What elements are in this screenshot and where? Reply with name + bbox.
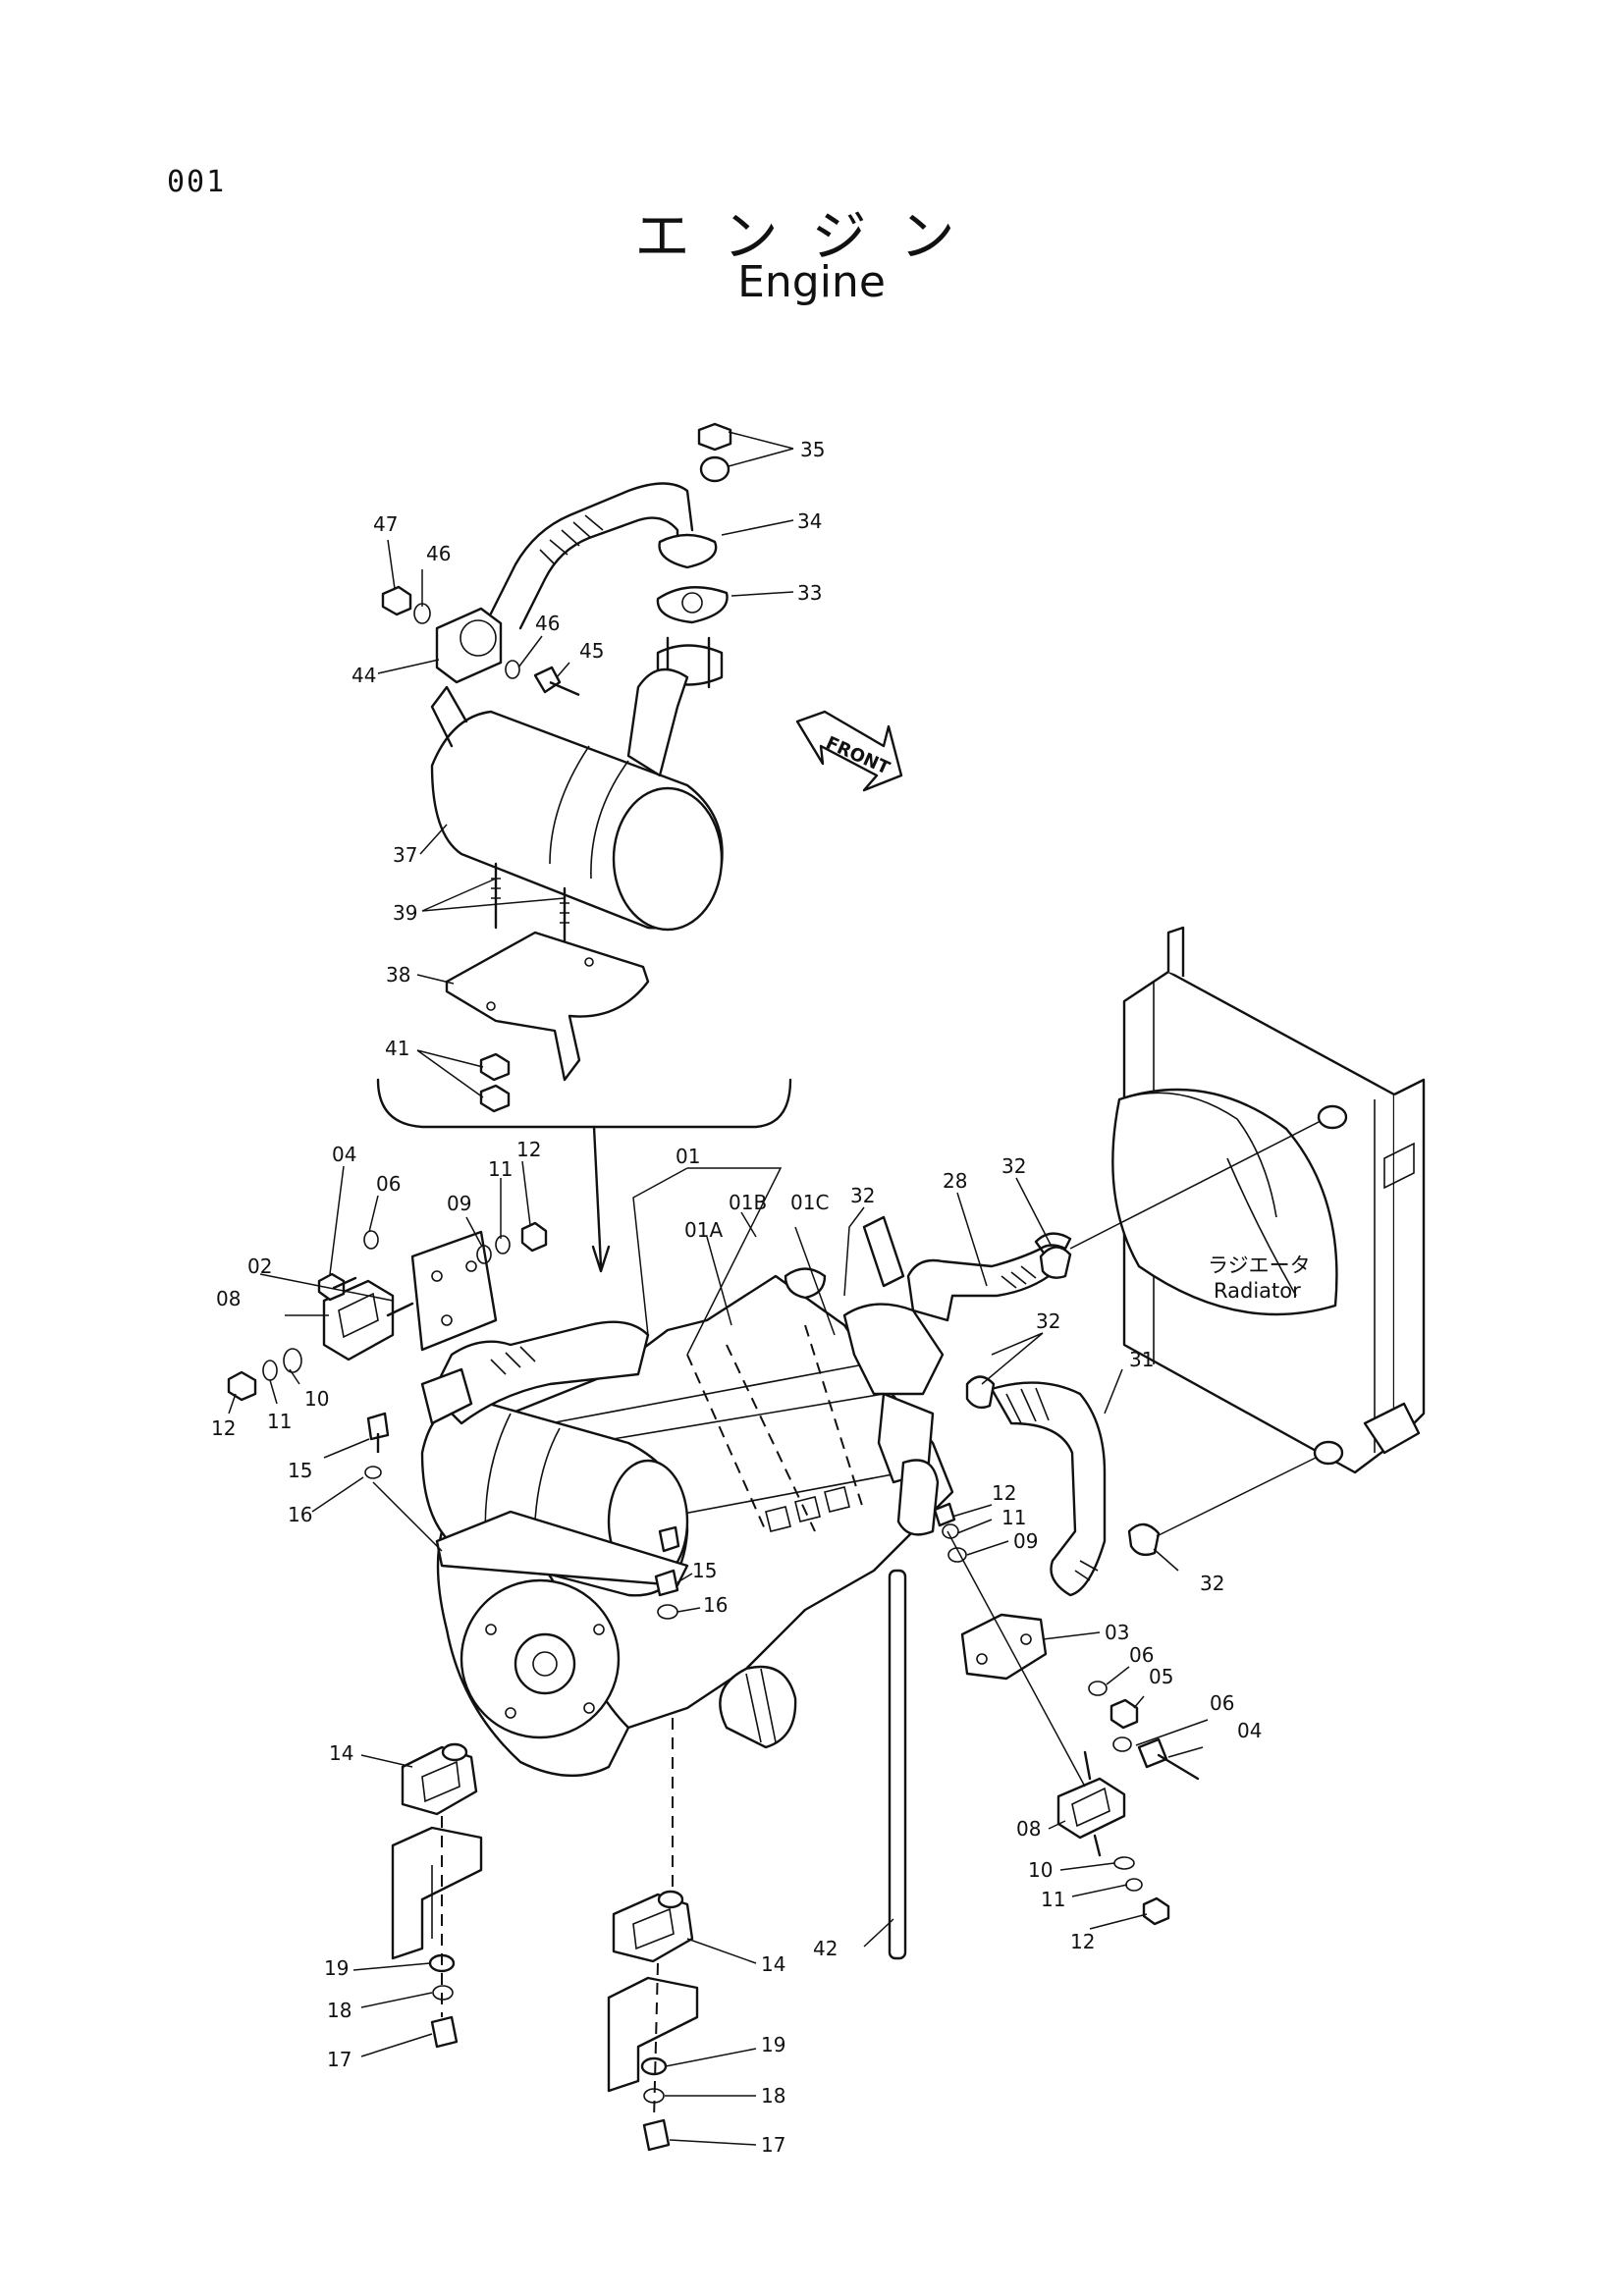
- callout-33: 33: [797, 581, 822, 605]
- callout-32-top: 32: [850, 1184, 875, 1207]
- rear-mount-hardware-left: [428, 1816, 459, 2049]
- rubber-mount-right: [1056, 1750, 1170, 1926]
- oil-filter: [719, 1665, 797, 1749]
- mount-hardware-right: [933, 1502, 1200, 1781]
- front-direction-arrow: FRONT: [795, 710, 903, 792]
- callout-46-lower: 46: [535, 612, 560, 635]
- mount-axis-line-right: [947, 1530, 1086, 1788]
- callout-01a: 01A: [684, 1218, 723, 1242]
- clamp-hardware: [381, 585, 580, 697]
- page-number: 001: [167, 165, 227, 199]
- callout-01b: 01B: [729, 1191, 767, 1214]
- callout-31: 31: [1129, 1348, 1154, 1371]
- callout-10-right: 10: [1028, 1858, 1053, 1882]
- pipe-clamp: [435, 607, 503, 684]
- callout-04-left: 04: [332, 1143, 356, 1166]
- callout-38: 38: [386, 963, 410, 987]
- callout-14-left: 14: [329, 1741, 353, 1765]
- assembly-arrow: [591, 1125, 611, 1273]
- radiator: [1111, 926, 1426, 1474]
- callout-32-upper-right: 32: [1001, 1154, 1026, 1178]
- gasket: [656, 586, 729, 624]
- hose-to-radiator-line: [1069, 1120, 1322, 1250]
- callout-11-right: 11: [1001, 1506, 1026, 1529]
- callout-05: 05: [1149, 1665, 1173, 1688]
- hose-clamps: [965, 1232, 1161, 1557]
- callout-46-upper: 46: [426, 542, 451, 565]
- callout-18-left: 18: [327, 1999, 352, 2022]
- callout-11-lower-right: 11: [1041, 1888, 1065, 1911]
- callout-08-right: 08: [1016, 1817, 1041, 1841]
- callout-34: 34: [797, 509, 822, 533]
- callout-12-lower-left: 12: [211, 1416, 236, 1440]
- frame-rail-right: [607, 1976, 699, 2093]
- leader-lines: [228, 431, 1209, 2146]
- callout-10-left: 10: [304, 1387, 329, 1411]
- callout-19-right: 19: [761, 2033, 785, 2056]
- callout-35: 35: [800, 438, 825, 461]
- callout-01c: 01C: [790, 1191, 829, 1214]
- callout-17-left: 17: [327, 2048, 352, 2071]
- callout-32-lower: 32: [1200, 1572, 1224, 1595]
- callout-11-left: 11: [488, 1157, 513, 1181]
- callout-42: 42: [813, 1937, 838, 1960]
- rear-mount-right-center: [612, 1890, 694, 1963]
- callout-45: 45: [579, 639, 604, 663]
- callout-37: 37: [393, 843, 417, 867]
- exhaust-pipe: [489, 482, 718, 630]
- group-bracket-curve: [376, 1078, 792, 1129]
- frame-rail-left: [391, 1826, 483, 1960]
- callout-32-middle: 32: [1036, 1309, 1060, 1333]
- callout-19-left: 19: [324, 1956, 349, 1980]
- page-title-english: Engine: [737, 257, 886, 307]
- rear-mount-bracket-right: [960, 1613, 1048, 1681]
- oil-dipstick: [888, 1569, 907, 1960]
- flywheel-housing: [436, 1529, 630, 1777]
- callout-15-left: 15: [288, 1459, 312, 1482]
- upper-radiator-hose: [906, 1247, 1057, 1322]
- bracket-nuts: [479, 1052, 511, 1113]
- callout-12-lower-right: 12: [1070, 1930, 1095, 1953]
- callout-17-right: 17: [761, 2133, 785, 2157]
- callout-06-right-lower: 06: [1210, 1691, 1234, 1715]
- front-mount-bracket-left: [410, 1230, 498, 1352]
- callout-12-left: 12: [516, 1138, 541, 1161]
- radiator-label-japanese: ラジエータ: [1208, 1254, 1311, 1277]
- callout-06-left: 06: [376, 1172, 401, 1196]
- rear-mount-hardware-right: [640, 1718, 674, 2152]
- muffler: [430, 667, 724, 932]
- mount-hardware-left: [227, 1221, 680, 1620]
- callout-01: 01: [676, 1145, 700, 1168]
- callout-47: 47: [373, 512, 398, 536]
- rear-mount-left: [401, 1742, 478, 1816]
- rubber-mount-left: [322, 1279, 414, 1362]
- callout-03: 03: [1105, 1621, 1129, 1644]
- callout-08-left: 08: [216, 1287, 241, 1310]
- callout-15-center: 15: [692, 1559, 717, 1582]
- callout-28: 28: [943, 1169, 967, 1193]
- callout-02: 02: [247, 1255, 272, 1278]
- hose-to-radiator-line-lower: [1156, 1457, 1317, 1537]
- callout-18-right: 18: [761, 2084, 785, 2108]
- muffler-bracket: [445, 931, 650, 1082]
- callout-numbers: 35 34 33 47 46 46 45 44 37 39 38 41 04 0…: [211, 438, 1262, 2157]
- callout-14-center: 14: [761, 1952, 785, 1976]
- pipe-nuts: [697, 422, 732, 483]
- callout-09-right: 09: [1013, 1529, 1038, 1553]
- callout-44: 44: [352, 664, 376, 687]
- callout-06-right-upper: 06: [1129, 1643, 1154, 1667]
- radiator-label-english: Radiator: [1214, 1279, 1301, 1303]
- callout-12-right: 12: [992, 1481, 1016, 1505]
- callout-16-left: 16: [288, 1503, 312, 1526]
- thermostat-and-fittings: [784, 1215, 945, 1536]
- callout-41: 41: [385, 1037, 409, 1060]
- lower-radiator-hose: [990, 1381, 1107, 1597]
- callout-16-center: 16: [703, 1593, 728, 1617]
- page-title-japanese: エンジン: [634, 205, 989, 269]
- callout-09-left: 09: [447, 1192, 471, 1215]
- callout-04-right: 04: [1237, 1719, 1262, 1742]
- callout-39: 39: [393, 901, 417, 925]
- callout-11-lower-left: 11: [267, 1410, 292, 1433]
